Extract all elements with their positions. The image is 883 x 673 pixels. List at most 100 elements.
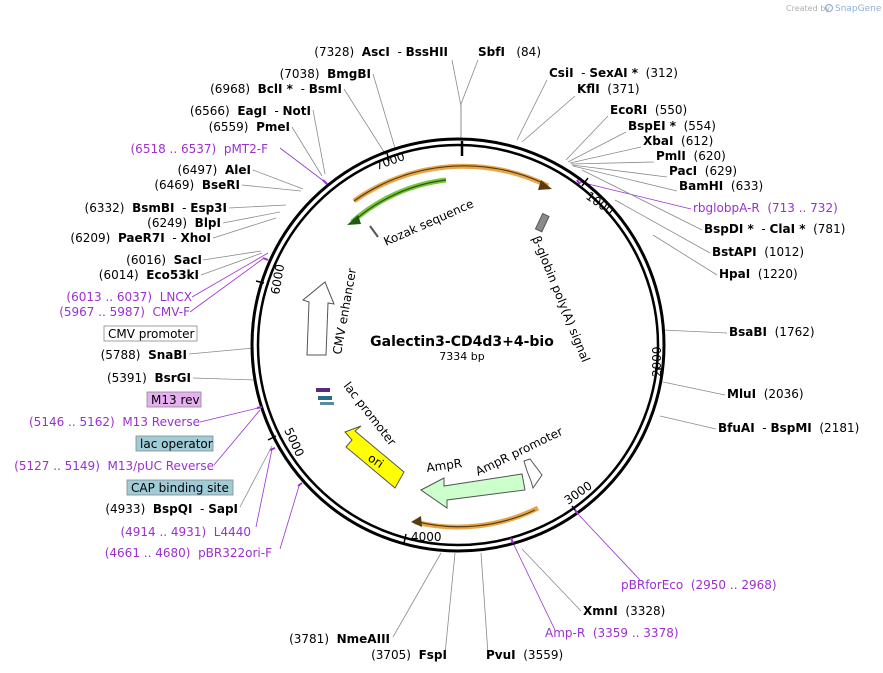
- site-label-bcli: (6968) BclI * - BsmI: [210, 82, 342, 96]
- site-label-blpi: (6249) BlpI: [147, 216, 221, 230]
- site-label-part: (6968): [210, 82, 258, 96]
- site-label-paci: PacI (629): [669, 164, 737, 178]
- site-label-asci: (7328) AscI - BssHII: [314, 45, 448, 59]
- boxed-labels: CMV promoter M13 rev lac operator CAP bi…: [103, 325, 234, 496]
- leader-line-pmt2f: [279, 147, 326, 183]
- site-label-part: -: [192, 502, 208, 516]
- cmv-promoter-boxed-label: CMV promoter: [108, 327, 195, 341]
- m13-rev-boxed-label: M13 rev: [151, 393, 200, 407]
- site-label-bspei: BspEI * (554): [628, 119, 716, 133]
- site-label-part: AleI: [225, 163, 251, 177]
- site-label-part: KflI: [577, 82, 600, 96]
- site-label-eagi: (6566) EagI - NotI: [190, 104, 311, 118]
- site-label-bsmbi: (6332) BsmBI - Esp3I: [85, 201, 227, 215]
- site-label-part: (5788): [101, 348, 149, 362]
- site-label-part: BlpI: [195, 216, 221, 230]
- site-label-bspqi: (4933) BspQI - SapI: [105, 502, 238, 516]
- site-label-bamhi: BamHI (633): [679, 179, 763, 193]
- site-label-part: (6559): [209, 120, 257, 134]
- orf-arc-top-core: [353, 165, 544, 202]
- leader-line-alei: [252, 169, 304, 190]
- leader-line-pvui: [480, 552, 489, 655]
- site-label-eco53ki: (6014) Eco53kI: [99, 268, 199, 282]
- site-label-sbfi: SbfI (84): [478, 45, 541, 59]
- site-label-part: (550): [647, 103, 687, 117]
- leader-line-bspdi: [581, 169, 703, 231]
- leader-line-bseri: [241, 184, 302, 192]
- site-label-part: (713 .. 732): [760, 201, 838, 215]
- leader-line-bfuai: [659, 415, 717, 430]
- snapgene-logo-icon: [824, 3, 834, 13]
- site-label-part: (3705): [371, 648, 419, 662]
- site-label-part: (612): [673, 134, 713, 148]
- site-label-part: -: [755, 421, 771, 435]
- orf-arrowhead-top: [538, 180, 552, 190]
- site-label-part: (2181): [812, 421, 860, 435]
- cmv-enhancer-label: CMV enhancer: [330, 267, 359, 355]
- site-label-part: -: [293, 82, 309, 96]
- leader-line-bmgbi: [372, 73, 396, 149]
- leader-line-bsabi: [661, 329, 728, 334]
- created-by-text: Created by: [786, 4, 830, 13]
- backbone-outer-ring: [250, 137, 666, 553]
- site-label-part: PmlI: [656, 149, 686, 163]
- site-label-lncx: (6013 .. 6037) LNCX: [66, 290, 192, 304]
- site-label-part: BstAPI: [712, 245, 757, 259]
- leader-line-sbfi: [460, 59, 479, 140]
- leader-line-paer7i: [212, 217, 277, 239]
- site-label-part: CMV-F: [153, 305, 191, 319]
- leader-line-bcli: [343, 88, 387, 156]
- site-label-bstapi: BstAPI (1012): [712, 245, 804, 259]
- site-label-nmeaiii: (3781) NmeAIII: [289, 632, 390, 646]
- site-label-part: (6332): [85, 201, 133, 215]
- site-label-part: Eco53kI: [146, 268, 199, 282]
- leader-line-snabi: [188, 347, 255, 355]
- cap-site-boxed-label: CAP binding site: [131, 481, 229, 495]
- leader-line-paci: [571, 164, 668, 178]
- tick-label-2000: 2000: [650, 346, 664, 377]
- site-label-part: (5391): [107, 371, 155, 385]
- site-label-saci: (6016) SacI: [126, 253, 202, 267]
- site-label-bfuai: BfuAI - BspMI (2181): [718, 421, 859, 435]
- leader-line-mlui: [662, 381, 726, 396]
- gene-arc-green-core: [354, 179, 447, 221]
- kozak-marker: [369, 225, 379, 238]
- site-label-l4440: (4914 .. 4931) L4440: [120, 525, 251, 539]
- site-label-xbai: XbaI (612): [643, 134, 713, 148]
- site-label-part: (7038): [280, 67, 328, 81]
- site-label-part: rbglobpA-R: [693, 201, 760, 215]
- site-label-part: (6469): [154, 178, 202, 192]
- site-label-part: (6249): [147, 216, 195, 230]
- primer-mark-m13: [256, 406, 263, 409]
- cmv-enhancer-arrow: [301, 281, 335, 356]
- beta-globin-marker: [534, 212, 550, 233]
- site-label-part: (312): [638, 66, 678, 80]
- site-label-part: (4661 .. 4680): [105, 546, 198, 560]
- site-label-part: (2036): [756, 387, 804, 401]
- site-label-part: (3328): [618, 604, 666, 618]
- leader-line-pmei: [291, 126, 323, 177]
- leader-line-pmli: [570, 161, 655, 165]
- site-label-part: PvuI: [486, 648, 516, 662]
- site-label-part: (633): [723, 179, 763, 193]
- site-label-paer7i: (6209) PaeR7I - XhoI: [70, 231, 211, 245]
- primer-mark-pbrforeco: [574, 509, 579, 515]
- tick-label-1000: 1000: [583, 189, 616, 218]
- site-label-part: (554): [676, 119, 716, 133]
- site-label-part: (6209): [70, 231, 118, 245]
- site-label-cmvf: (5967 .. 5987) CMV-F: [59, 305, 190, 319]
- site-label-part: (5967 .. 5987): [59, 305, 152, 319]
- site-label-pbrforeco: pBRforEco (2950 .. 2968): [621, 578, 777, 592]
- site-label-bmgbi: (7038) BmgBI: [280, 67, 371, 81]
- site-label-part: ClaI *: [770, 222, 807, 236]
- site-label-part: SacI: [174, 253, 202, 267]
- lac-operator-marker: [318, 396, 332, 400]
- leader-line-m13rev_primer: [199, 407, 259, 423]
- site-label-pvui: PvuI (3559): [486, 648, 563, 662]
- lac-promoter-label: lac promoter: [341, 379, 399, 448]
- site-label-part: NmeAIII: [337, 632, 390, 646]
- site-label-part: BspMI: [770, 421, 811, 435]
- leader-line-asci: [451, 59, 462, 140]
- site-label-m13rev_primer: (5146 .. 5162) M13 Reverse: [29, 415, 200, 429]
- ampr-promoter-arrow: [523, 458, 543, 490]
